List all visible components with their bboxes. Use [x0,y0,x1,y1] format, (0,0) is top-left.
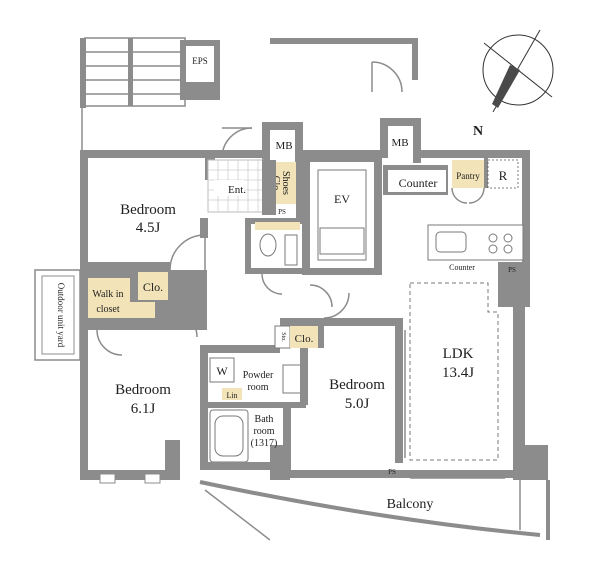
bath-label-1: Bath [255,414,274,425]
closet1-label: Clo. [143,280,163,294]
mb-label-2: MB [391,137,408,149]
shoes-closet [276,162,296,204]
closet3-label: Clo. [295,333,314,345]
bath-label-2: room [253,426,274,437]
ldk-size: 13.4J [442,365,474,381]
closet-1 [138,272,168,300]
ps-bottom-label: PS [388,468,396,476]
toilet-room [245,218,305,295]
ps-kitchen-label: PS [508,266,516,274]
kitchen-counter: Counter PS [427,224,524,274]
refrigerator-space [487,159,519,189]
closet-3 [290,326,318,348]
bedroom2-size: 6.1J [131,401,156,417]
shoes-label-1: Shoes [280,171,291,195]
kitchen-sink [435,231,467,253]
bedroom-6-1j: Bedroom 6.1J [96,311,198,484]
stove-burner [503,233,513,243]
linen-label: Lin [226,391,237,400]
washer-space [209,357,235,383]
bedroom1-name: Bedroom [120,202,176,218]
entrance-area: MB Ent. Shoes Clo PS [207,127,304,218]
toilet-sink [284,234,298,266]
mb-label-1: MB [275,140,292,152]
linen-closet [222,388,242,400]
outdoor-unit-yard: Outdoor unit yard [34,269,81,361]
bath-label-3: (1317) [251,438,278,449]
washer-label: W [216,364,228,378]
walkin-label-2: closet [96,304,120,315]
upper-corridor [270,38,418,93]
powder-label-2: room [247,382,268,393]
elevator: EV [302,155,382,275]
pantry-label: Pantry [456,171,480,181]
ps-top-label: PS [278,208,286,216]
counter-area: Counter Pantry R [383,158,519,204]
entrance-label: Ent. [228,184,246,196]
ldk: LDK 13.4J [409,282,505,479]
balcony: Balcony [199,480,550,541]
sto-label: Sto. [280,332,286,342]
stove-burner [488,233,498,243]
toilet-icon [259,233,277,257]
bedroom3-size: 5.0J [345,396,370,412]
eps-room: EPS [180,40,220,100]
stove-burner [503,244,513,254]
bedroom3-name: Bedroom [329,377,385,393]
compass-north-label: N [473,124,483,139]
powder-label-1: Powder [243,370,274,381]
toilet-shelf [255,222,300,230]
walk-in-closet: Clo. Walk in closet [82,270,207,330]
bathtub [209,409,249,463]
pantry [452,160,484,188]
kitchen-counter-label: Counter [449,263,475,272]
refrigerator-label: R [499,168,508,183]
stove-burner [488,244,498,254]
powder-bath: W Powder room Lin Bath room (1317) [200,345,308,470]
bedroom2-name: Bedroom [115,382,171,398]
ev-label: EV [334,192,350,206]
stairs [80,37,186,152]
outer-walls [80,118,548,480]
bedroom-4-5j: Bedroom 4.5J [85,202,208,271]
walkin-label-1: Walk in [92,289,123,300]
bedroom1-size: 4.5J [136,220,161,236]
outdoor-unit-label: Outdoor unit yard [56,283,66,348]
counter-label: Counter [399,176,438,190]
eps-label: EPS [192,56,208,66]
bedroom-5-0j: Sto. Clo. Bedroom 5.0J PS [274,284,406,476]
compass: N [473,29,554,139]
balcony-label: Balcony [387,497,434,512]
ldk-name: LDK [443,346,474,362]
walk-in-closet-space [88,278,130,318]
